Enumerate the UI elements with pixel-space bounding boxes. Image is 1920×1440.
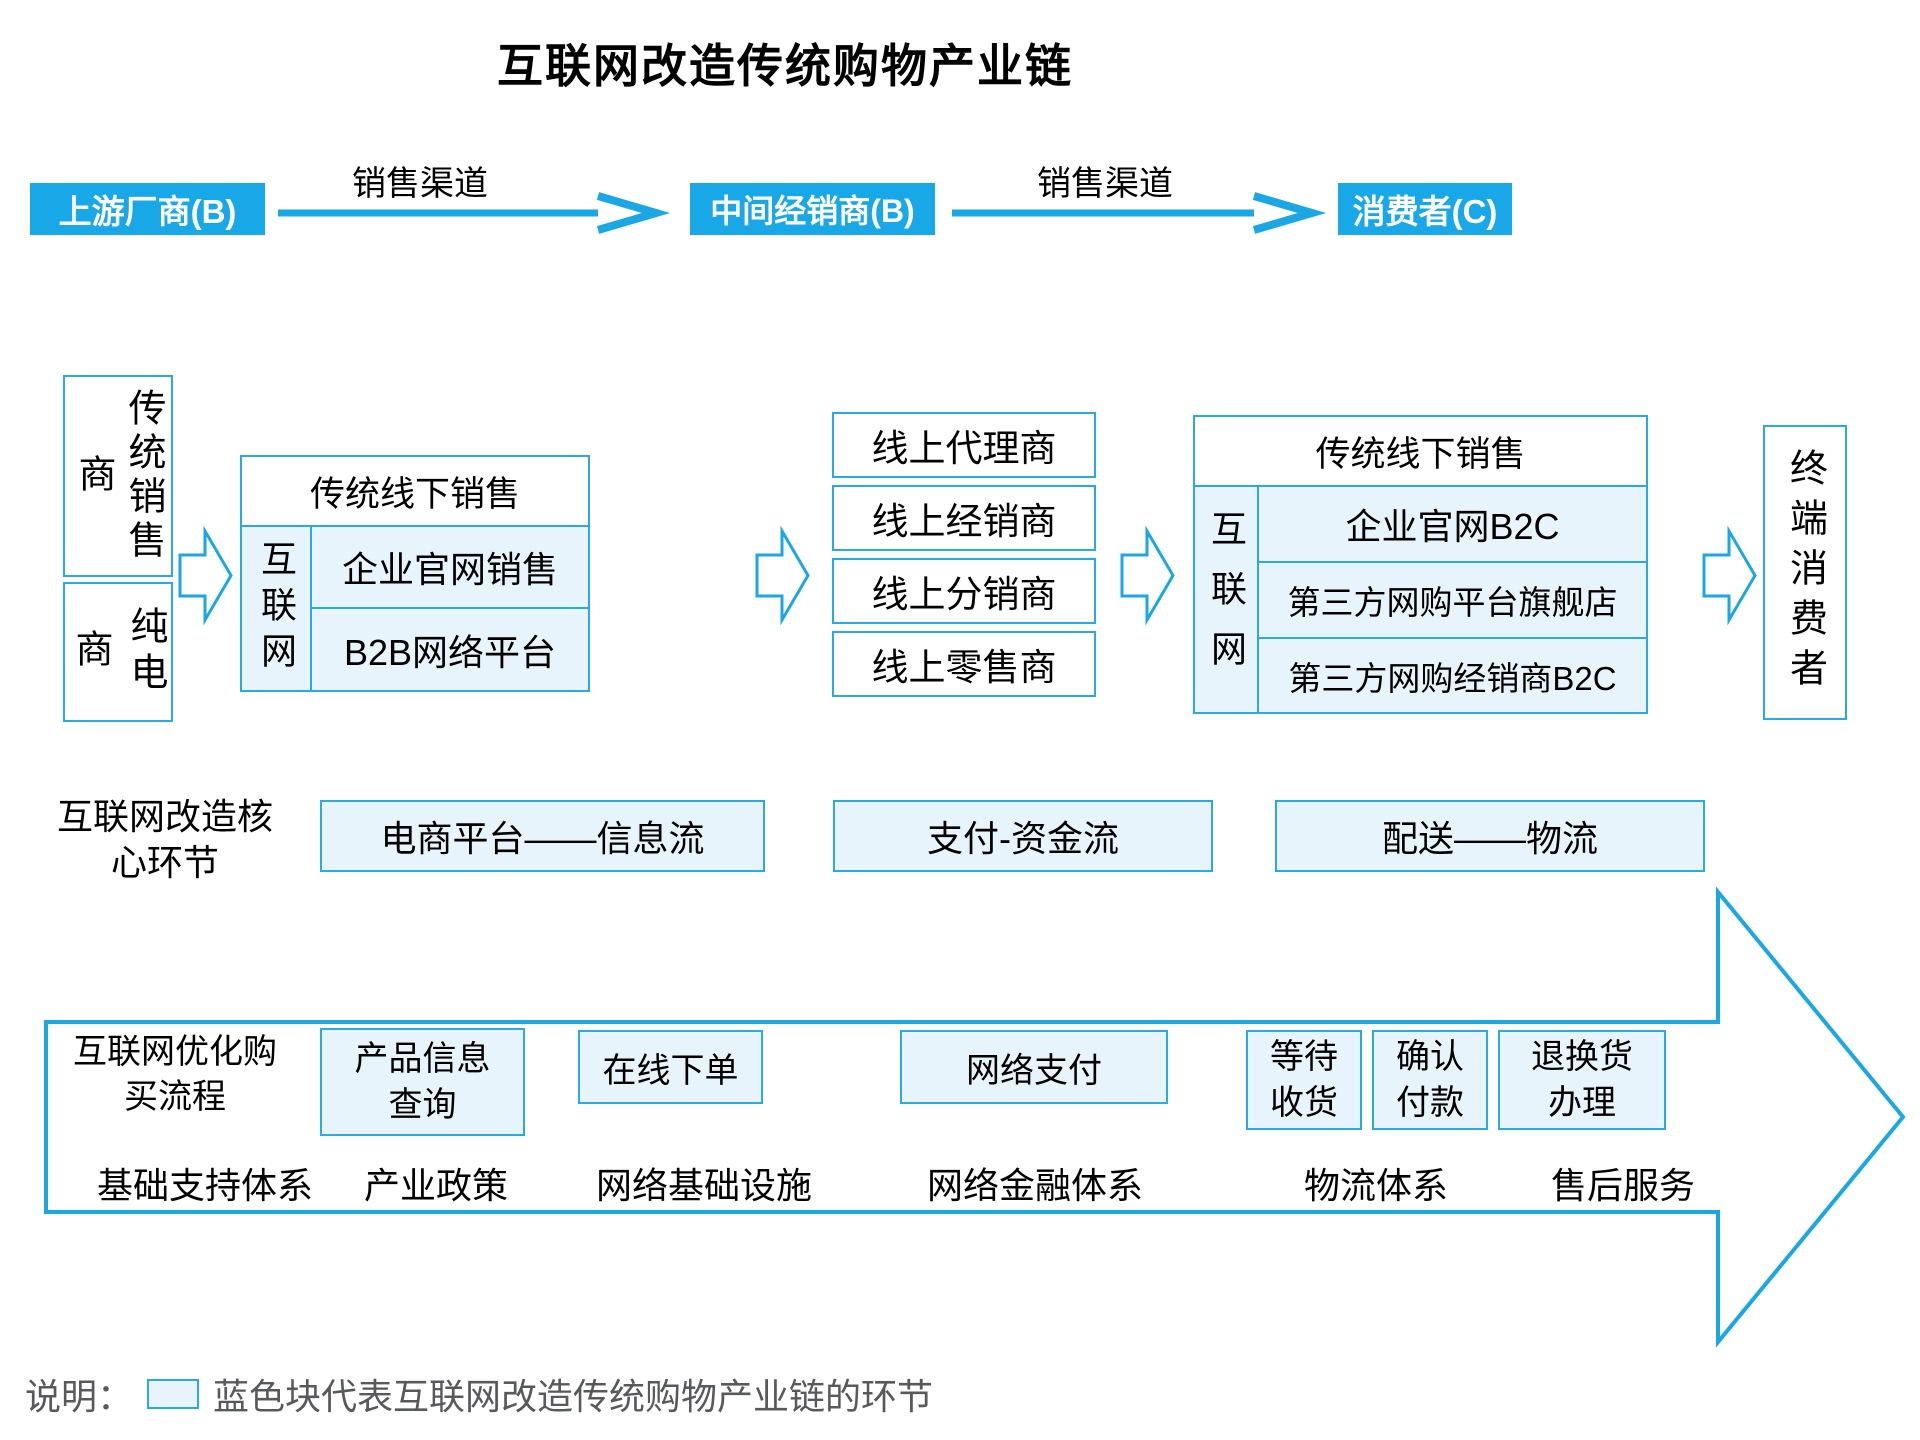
- box-end-consumer-label: 终端消费者: [1783, 447, 1826, 698]
- group-b-row-official-b2c: 企业官网B2C: [1257, 485, 1648, 563]
- edge-label-sales-channel-2: 销售渠道: [1037, 164, 1173, 203]
- group-a-row-official-site: 企业官网销售: [310, 525, 590, 609]
- legend-prefix: 说明：: [25, 1376, 134, 1417]
- legend-color-swatch-icon: [147, 1379, 200, 1409]
- box-online-distributor: 线上分销商: [832, 558, 1096, 624]
- support-logistics-system: 物流体系: [1303, 1165, 1448, 1206]
- sales-channel-arrow-1: [278, 192, 671, 234]
- step-online-payment: 网络支付: [900, 1030, 1168, 1104]
- box-online-agent: 线上代理商: [832, 412, 1096, 478]
- group-b-row-thirdparty-b2c: 第三方网购经销商B2C: [1257, 637, 1648, 714]
- support-network-finance: 网络金融体系: [926, 1165, 1143, 1206]
- group-b-side-label: 互联网: [1206, 509, 1247, 690]
- box-traditional-seller-label: 传统销售 商: [72, 388, 164, 564]
- step-product-info-query: 产品信息 查询: [320, 1028, 525, 1136]
- support-industry-policy: 产业政策: [363, 1165, 508, 1206]
- box-online-retailer: 线上零售商: [832, 631, 1096, 697]
- step-confirm-payment: 确认 付款: [1372, 1030, 1488, 1130]
- sales-channel-arrow-2: [952, 192, 1327, 234]
- chevron-arrow-icon-4: [1702, 525, 1757, 626]
- node-middleman: 中间经销商(B): [690, 183, 935, 235]
- support-network-infrastructure: 网络基础设施: [595, 1165, 812, 1206]
- chevron-arrow-icon-2: [755, 525, 810, 626]
- box-pure-ecommerce-label: 纯电商: [69, 606, 166, 698]
- step-wait-delivery: 等待 收货: [1246, 1030, 1362, 1130]
- step-return-exchange: 退换货 办理: [1498, 1030, 1666, 1130]
- group-a-header: 传统线下销售: [240, 455, 590, 527]
- arrowhead-icon: [1252, 192, 1327, 234]
- group-a-side-cell: 互联网: [240, 525, 312, 692]
- box-online-dealer: 线上经销商: [832, 485, 1096, 551]
- core-box-information-flow: 电商平台——信息流: [320, 800, 765, 872]
- legend-text: 蓝色块代表互联网改造传统购物产业链的环节: [213, 1376, 934, 1417]
- big-process-arrow-shape: [44, 886, 1906, 1348]
- support-after-sales-service: 售后服务: [1550, 1165, 1695, 1206]
- box-pure-ecommerce: 纯电商: [63, 582, 173, 722]
- chevron-arrow-icon-1: [178, 525, 233, 626]
- chevron-arrow-icon-3: [1120, 525, 1175, 626]
- core-box-capital-flow: 支付-资金流: [833, 800, 1213, 872]
- support-systems-label: 基础支持体系: [96, 1165, 313, 1206]
- box-end-consumer: 终端消费者: [1763, 425, 1847, 720]
- step-online-order: 在线下单: [578, 1030, 763, 1104]
- group-b-header: 传统线下销售: [1193, 415, 1648, 487]
- edge-label-sales-channel-1: 销售渠道: [352, 164, 488, 203]
- box-traditional-seller: 传统销售 商: [63, 375, 173, 577]
- legend: 说明： 蓝色块代表互联网改造传统购物产业链的环节: [25, 1372, 933, 1417]
- group-a-side-label: 互联网: [256, 539, 297, 678]
- core-links-label: 互联网改造核 心环节: [56, 796, 273, 883]
- page-title: 互联网改造传统购物产业链: [497, 40, 1073, 92]
- arrowhead-icon: [596, 192, 671, 234]
- node-upstream-manufacturer: 上游厂商(B): [30, 183, 265, 235]
- purchase-flow-label: 互联网优化购 买流程: [73, 1033, 277, 1116]
- node-consumer: 消费者(C): [1338, 183, 1512, 235]
- group-b-side-cell: 互联网: [1193, 485, 1259, 714]
- core-box-logistics-flow: 配送——物流: [1275, 800, 1705, 872]
- group-b-row-flagship-store: 第三方网购平台旗舰店: [1257, 561, 1648, 639]
- group-a-row-b2b-platform: B2B网络平台: [310, 607, 590, 692]
